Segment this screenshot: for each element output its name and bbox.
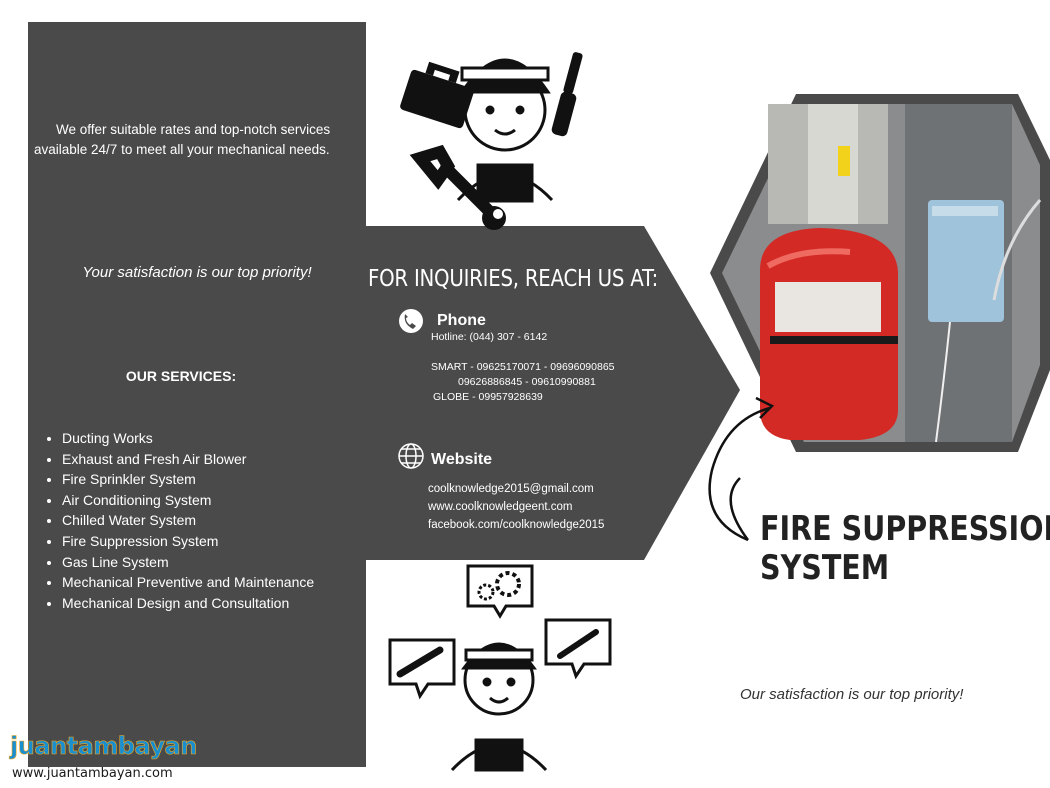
list-item: Air Conditioning System (62, 490, 314, 511)
gear-icon (466, 564, 534, 619)
phone-icon (399, 309, 423, 333)
list-item: Fire Suppression System (62, 531, 314, 552)
list-item: Mechanical Design and Consultation (62, 593, 314, 614)
priority-tagline-right: Our satisfaction is our top priority! (740, 686, 964, 703)
globe-number: GLOBE - 09957928639 (433, 391, 543, 403)
globe-icon (398, 443, 424, 469)
website-label: Website (431, 451, 493, 468)
product-title-line1: FIRE SUPPRESSION (760, 509, 1050, 549)
list-item: Ducting Works (62, 428, 314, 449)
fire-suppression-photo (710, 94, 1050, 452)
product-title: FIRE SUPPRESSION SYSTEM (760, 510, 1050, 588)
screwdriver-icon (551, 52, 583, 137)
list-item: Gas Line System (62, 552, 314, 573)
priority-tagline-left: Your satisfaction is our top priority! (82, 264, 312, 281)
list-item: Mechanical Preventive and Maintenance (62, 572, 314, 593)
toolbox-icon (400, 61, 474, 129)
watermark-url[interactable]: www.juantambayan.com (12, 766, 173, 781)
hotline-text: Hotline: (044) 307 - 6142 (431, 331, 548, 343)
list-item: Exhaust and Fresh Air Blower (62, 449, 314, 470)
wrench-bubble-icon (544, 618, 612, 680)
smart-numbers-2: 09626886845 - 09610990881 (458, 376, 596, 388)
website-link[interactable]: www.coolknowledgeent.com (428, 501, 573, 513)
product-title-line2: SYSTEM (760, 548, 890, 588)
email-link[interactable]: coolknowledge2015@gmail.com (428, 483, 594, 495)
worker-bottom-icon (450, 642, 548, 772)
smart-numbers-1: SMART - 09625170071 - 09696090865 (431, 361, 615, 373)
worker-icon (456, 58, 554, 203)
arrow-icon (708, 396, 775, 542)
intro-text: We offer suitable rates and top-notch se… (34, 122, 331, 157)
contact-title: FOR INQUIRIES, REACH US AT: (368, 266, 659, 292)
list-item: Fire Sprinkler System (62, 469, 314, 490)
facebook-link[interactable]: facebook.com/coolknowledge2015 (428, 519, 605, 531)
services-heading: OUR SERVICES: (125, 368, 237, 384)
wrench-icon (409, 144, 506, 230)
list-item: Chilled Water System (62, 510, 314, 531)
phone-label: Phone (437, 312, 486, 329)
watermark-logo: juantambayan (10, 732, 198, 761)
screwdriver-bubble-icon (388, 638, 456, 700)
watermark-logo-text: juantambayan (10, 732, 198, 761)
contact-panel (366, 226, 740, 560)
services-list: Ducting Works Exhaust and Fresh Air Blow… (28, 428, 314, 613)
left-panel: We offer suitable rates and top-notch se… (28, 22, 366, 767)
